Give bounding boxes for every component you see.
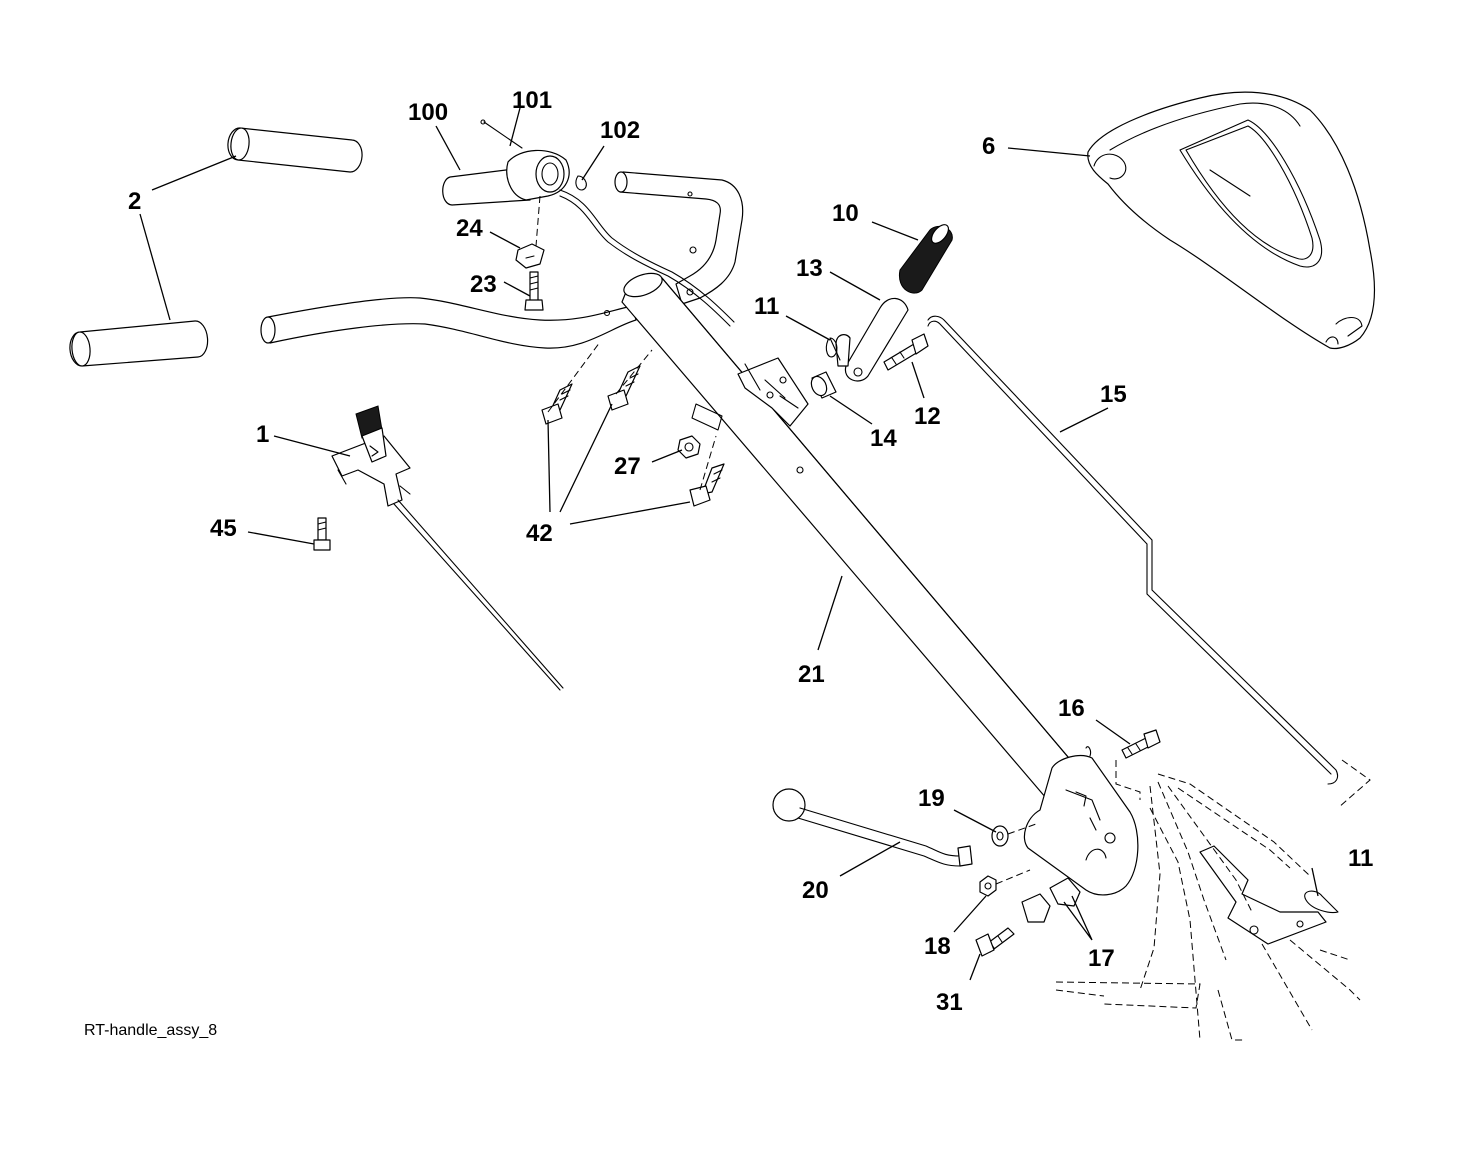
block-17-right <box>1049 877 1081 907</box>
hairpin-11-upper <box>825 337 841 361</box>
clutch-lever-assembly <box>442 119 735 327</box>
bolt-45 <box>313 517 331 551</box>
lever-13 <box>835 297 909 382</box>
bolt-23 <box>524 271 544 311</box>
lower-bracket <box>1199 845 1327 945</box>
bolt-12 <box>883 333 929 371</box>
callout-42: 42 <box>526 520 553 547</box>
callout-15: 15 <box>1100 381 1127 408</box>
bolt-16 <box>1121 729 1161 759</box>
callout-23: 23 <box>470 271 497 298</box>
throttle-bracket <box>331 405 564 691</box>
callout-21: 21 <box>798 661 825 688</box>
handle-loop <box>614 171 744 305</box>
callout-11-lower: 11 <box>1348 845 1373 872</box>
shift-bracket <box>737 357 809 427</box>
bolt-42-middle <box>607 365 641 411</box>
callout-18: 18 <box>924 933 951 960</box>
leader-lines <box>139 107 1319 981</box>
callout-16: 16 <box>1058 695 1085 722</box>
grip-upper <box>227 127 363 173</box>
callout-labels: 2 6 10 13 11 11 12 14 15 16 17 18 19 20 … <box>128 87 1373 1016</box>
spacer-14 <box>810 371 837 399</box>
callout-10: 10 <box>832 200 859 227</box>
callout-6: 6 <box>982 133 995 160</box>
hairpin-11-lower <box>1304 890 1339 914</box>
nut-27 <box>677 435 701 459</box>
callout-19: 19 <box>918 785 945 812</box>
bolt-42-lower <box>689 463 725 507</box>
callout-27: 27 <box>614 453 641 480</box>
callout-24: 24 <box>456 215 483 242</box>
knob-10 <box>898 224 953 294</box>
callout-12: 12 <box>914 403 941 430</box>
clip-24 <box>515 243 545 269</box>
handlebar <box>260 297 637 349</box>
grip-lower <box>69 320 209 367</box>
shift-lever-20 <box>772 788 973 867</box>
callout-45: 45 <box>210 515 237 542</box>
bolt-42-alignment <box>547 341 717 491</box>
callout-101: 101 <box>512 87 552 114</box>
shift-plate <box>1023 746 1139 896</box>
callout-11-upper: 11 <box>754 293 779 320</box>
callout-13: 13 <box>796 255 823 282</box>
console-cover-6 <box>1087 91 1376 350</box>
bolt-31 <box>975 927 1015 957</box>
callout-1: 1 <box>256 421 269 448</box>
callout-17: 17 <box>1088 945 1115 972</box>
phantom-frame <box>1055 759 1371 1041</box>
bolt-42-left <box>541 383 573 425</box>
callout-20: 20 <box>802 877 829 904</box>
washer-19 <box>991 823 1037 847</box>
callout-102: 102 <box>600 117 640 144</box>
shift-rod-15 <box>927 315 1339 785</box>
nut-18 <box>979 869 1031 897</box>
callout-2-a: 2 <box>128 188 141 215</box>
diagram-id-caption: RT-handle_assy_8 <box>84 1022 218 1039</box>
callout-14: 14 <box>870 425 897 452</box>
block-17-left <box>1021 893 1051 923</box>
callout-100: 100 <box>408 99 448 126</box>
callout-31: 31 <box>936 989 963 1016</box>
